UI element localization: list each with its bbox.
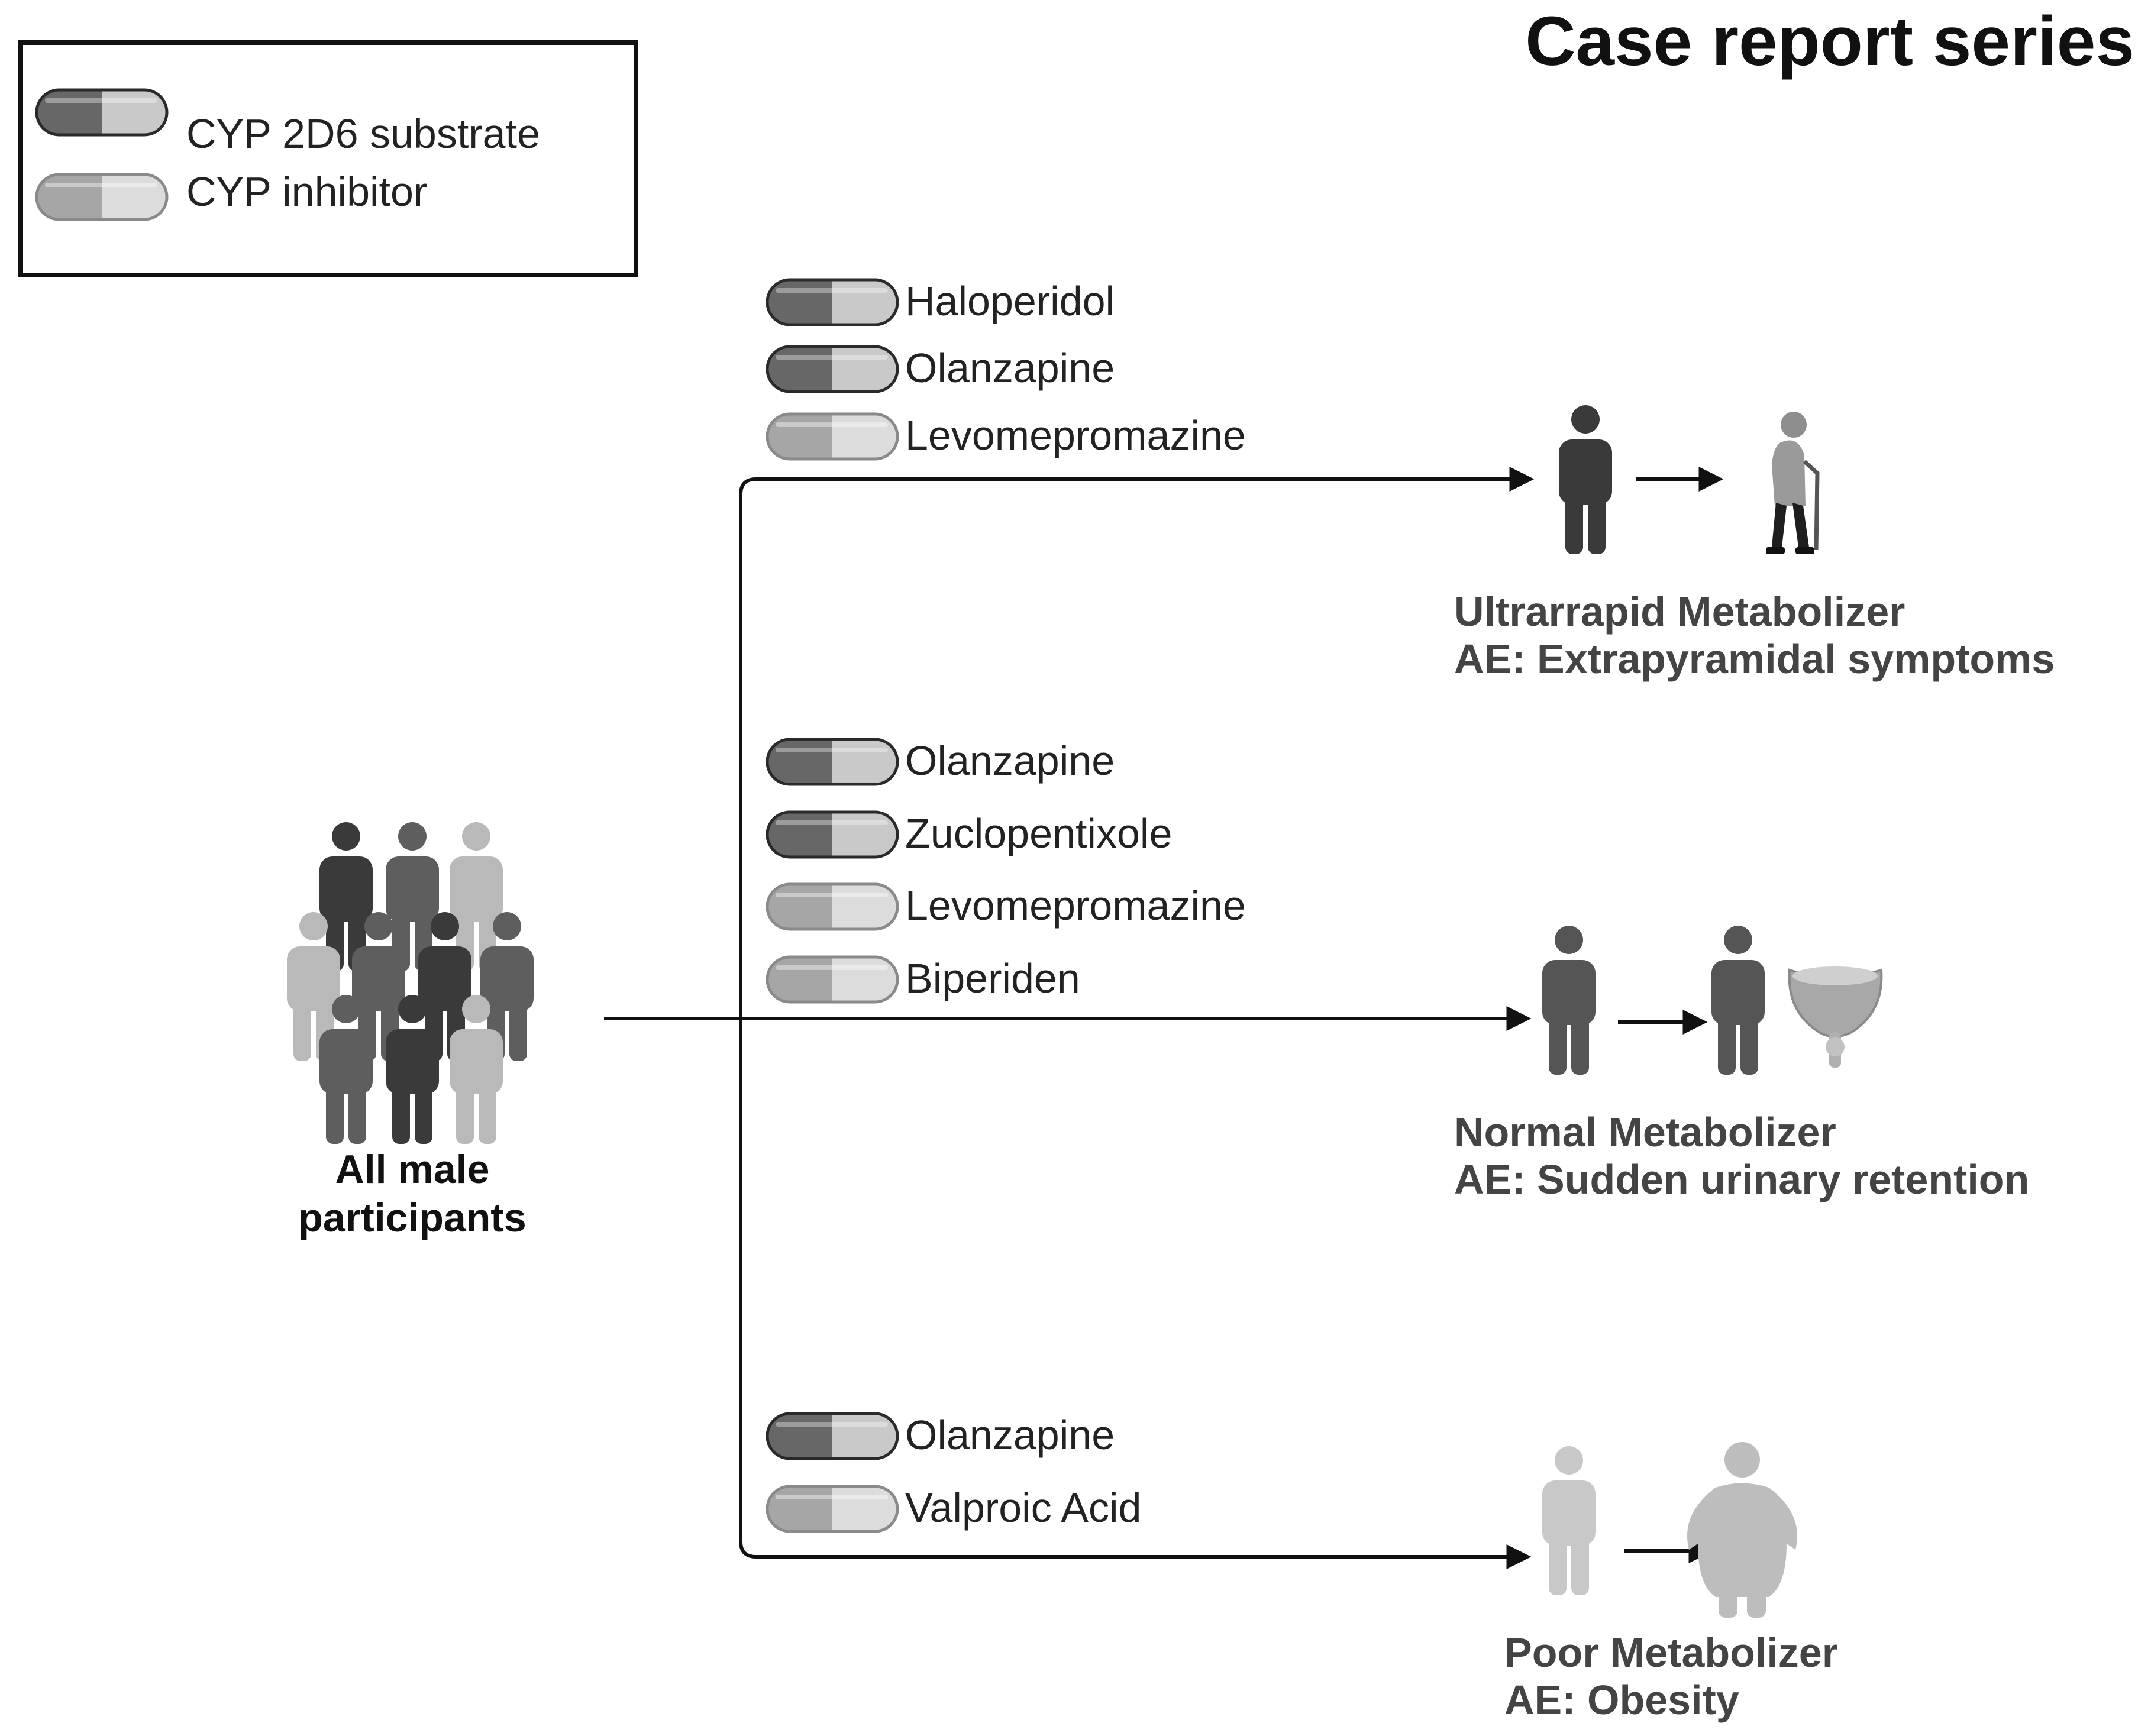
- inhibitor-capsule-icon: [37, 174, 167, 219]
- branch-3-drugs: Olanzapine Valproic Acid: [767, 1412, 1141, 1531]
- population-label-line1: All male: [335, 1147, 490, 1192]
- phenotype-label: Ultrarrapid Metabolizer: [1454, 589, 1905, 635]
- drug-label: Olanzapine: [905, 738, 1115, 784]
- phenotype-label: Normal Metabolizer: [1454, 1109, 1836, 1155]
- capsule-icon: [767, 812, 897, 857]
- bladder-icon: [1788, 966, 1883, 1068]
- adverse-event-label: AE: Extrapyramidal symptoms: [1454, 636, 2055, 682]
- legend-inhibitor-label: CYP inhibitor: [186, 169, 427, 215]
- capsule-icon: [767, 1414, 897, 1459]
- capsule-icon: [767, 884, 897, 929]
- drug-label: Olanzapine: [905, 1412, 1115, 1458]
- adverse-event-label: AE: Obesity: [1504, 1677, 1739, 1723]
- legend-box: [18, 40, 638, 277]
- branch-2-drugs: Olanzapine Zuclopentixole Levomepromazin…: [767, 738, 1246, 1002]
- person-icon: [1559, 405, 1612, 554]
- page-title: Case report series: [1525, 2, 2134, 80]
- flow-lines: [604, 477, 1532, 1569]
- person-icon: [1542, 926, 1596, 1075]
- legend-substrate-label: CYP 2D6 substrate: [186, 111, 540, 157]
- drug-label: Levomepromazine: [905, 882, 1246, 929]
- drug-label: Olanzapine: [905, 345, 1115, 391]
- elderly-person-icon: [1766, 412, 1820, 554]
- capsule-icon: [767, 347, 897, 392]
- branch-2-outcome: Normal Metabolizer AE: Sudden urinary re…: [1454, 926, 2029, 1202]
- substrate-capsule-icon: [37, 90, 167, 135]
- crowd-icon: [287, 822, 534, 1144]
- person-icon: [1542, 1446, 1596, 1595]
- drug-label: Biperiden: [905, 955, 1080, 1001]
- drug-label: Levomepromazine: [905, 412, 1246, 458]
- population-label-line2: participants: [298, 1195, 526, 1240]
- capsule-icon: [767, 280, 897, 325]
- capsule-icon: [767, 957, 897, 1002]
- drug-label: Valproic Acid: [905, 1485, 1141, 1531]
- branch-1-drugs: Haloperidol Olanzapine Levomepromazine: [767, 278, 1246, 459]
- adverse-event-label: AE: Sudden urinary retention: [1454, 1156, 2029, 1202]
- phenotype-label: Poor Metabolizer: [1504, 1630, 1838, 1676]
- capsule-icon: [767, 414, 897, 459]
- legend: CYP 2D6 substrate CYP inhibitor: [18, 40, 638, 277]
- capsule-icon: [767, 1486, 897, 1531]
- branch-3-outcome: Poor Metabolizer AE: Obesity: [1504, 1442, 1838, 1723]
- person-icon: [1711, 926, 1765, 1075]
- branch-1-outcome: Ultrarrapid Metabolizer AE: Extrapyramid…: [1454, 405, 2055, 682]
- drug-label: Zuclopentixole: [905, 810, 1172, 856]
- drug-label: Haloperidol: [905, 278, 1115, 324]
- obese-person-icon: [1687, 1442, 1797, 1618]
- capsule-icon: [767, 739, 897, 784]
